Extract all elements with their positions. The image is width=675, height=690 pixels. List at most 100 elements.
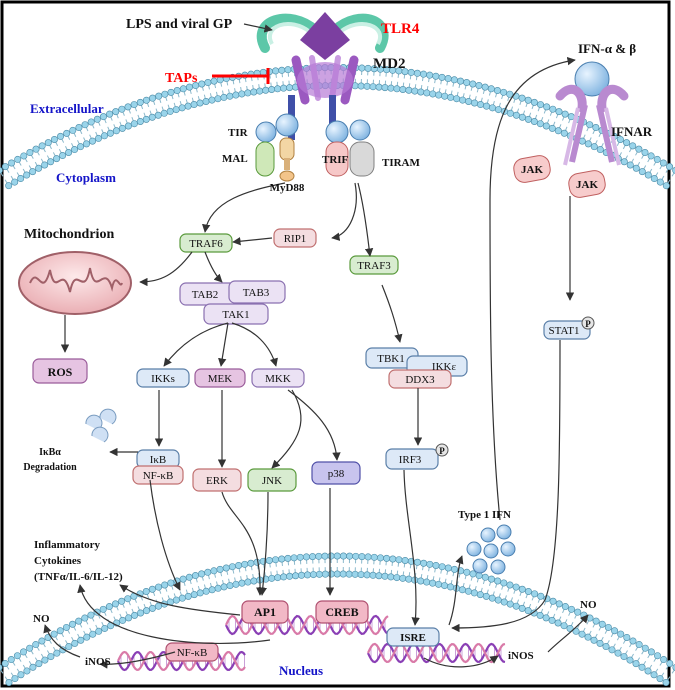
label-tab3: TAB3 [243, 287, 270, 299]
arrow-stat1-isre [451, 339, 561, 633]
label-tiram: TIRAM [382, 157, 421, 169]
label-no-right: NO [580, 599, 597, 611]
node-traf6 [179, 233, 233, 253]
label-traf3: TRAF3 [357, 260, 391, 272]
label-extracellular: Extracellular [30, 101, 104, 116]
arrow-traf6-tab [204, 251, 223, 283]
label-nucleus: Nucleus [279, 663, 323, 678]
label-traf6: TRAF6 [189, 238, 223, 250]
node-mkk [251, 368, 305, 388]
node-traf3 [349, 255, 399, 275]
label-tlr4: TLR4 [381, 21, 420, 37]
arrow-trif-traf3 [357, 182, 374, 257]
label-ikba-deg-1: IκBα [39, 447, 61, 458]
arrow-nfkb-nucleus [149, 479, 181, 591]
dna-helix-right [367, 642, 506, 664]
label-ros: ROS [48, 365, 73, 379]
arrow-myd88-traf6 [202, 182, 286, 233]
node-creb [315, 600, 369, 624]
node-stat1 [543, 320, 591, 340]
node-rip1 [273, 228, 317, 248]
label-md2: MD2 [373, 56, 406, 72]
lps-arrow [243, 23, 273, 33]
label-ap1: AP1 [254, 605, 276, 619]
mal-adaptor [255, 141, 275, 177]
signaling-nodes [32, 228, 595, 662]
node-p38 [311, 461, 361, 485]
label-lps: LPS and viral GP [126, 17, 233, 32]
arrow-traf3-tbk1 [381, 284, 403, 343]
label-creb: CREB [325, 605, 358, 619]
label-tab2: TAB2 [192, 289, 219, 301]
label-type1ifn: Type 1 IFN [458, 509, 511, 521]
arrow-inos-no-left [43, 624, 81, 658]
label-irf3: IRF3 [399, 454, 422, 466]
label-infl-2: Cytokines [34, 555, 82, 567]
label-inos-left: iNOS [85, 656, 111, 668]
label-myd88: MyD88 [270, 182, 305, 194]
label-nfkb: NF-κB [143, 470, 174, 482]
label-tir: TIR [228, 127, 249, 139]
arrow-ap1-cytokines [119, 584, 241, 616]
arrow-trif-rip1 [331, 182, 357, 241]
node-irf3 [385, 448, 439, 470]
label-ifn-ab: IFN-α & β [578, 41, 636, 56]
node-ros [32, 358, 88, 384]
label-jnk: JNK [262, 475, 282, 487]
label-tbk1: TBK1 [377, 353, 405, 365]
label-stat1: STAT1 [549, 325, 580, 337]
label-taps: TAPs [165, 71, 198, 86]
label-nfkb-nuc: NF-κB [177, 647, 208, 659]
node-isre [386, 627, 440, 647]
label-mkk: MKK [265, 373, 291, 385]
label-rip1: RIP1 [284, 233, 307, 245]
nuclear-membrane [0, 552, 675, 687]
degradation-fragments-icon [85, 408, 117, 443]
node-tab3 [228, 280, 286, 304]
trif-adaptor [325, 120, 349, 177]
mitochondrion-icon [18, 251, 132, 315]
label-ikke: IKKε [432, 361, 457, 373]
label-phospho: P [439, 446, 445, 456]
label-jak2: JAK [576, 179, 598, 191]
ifn-molecule-cluster [466, 524, 516, 575]
arrow-nfkb-inos [99, 651, 176, 669]
node-ap1 [241, 600, 289, 624]
label-mek: MEK [208, 373, 233, 385]
label-cytoplasm: Cytoplasm [56, 170, 116, 185]
label-phospho: P [585, 319, 591, 329]
phospho-marker [435, 443, 449, 457]
label-no-left: NO [33, 613, 50, 625]
arrow-tak1-mek [218, 322, 229, 367]
label-trif: TRIF [322, 154, 349, 166]
node-erk [192, 468, 242, 492]
arrow-rip1-traf6 [232, 237, 273, 246]
arrow-isre-ifn [448, 555, 464, 626]
label-ikb: IκB [150, 454, 167, 466]
label-mitochondrion: Mitochondrion [24, 227, 114, 242]
node-jnk [247, 468, 297, 492]
arrow-isre-inos [423, 655, 499, 668]
node-ikks [136, 368, 190, 388]
tlr4-receptor [256, 12, 389, 140]
label-ikba-deg-2: Degradation [23, 462, 77, 473]
arrow-tak1-mkk [231, 322, 278, 367]
arrow-tak1-ikks [163, 322, 229, 367]
arrow-mkk-p38 [287, 389, 341, 461]
arrow-erk-ap1 [221, 491, 265, 596]
label-ddx3: DDX3 [405, 374, 435, 386]
arrow-irf3-isre [403, 469, 420, 626]
jak-box-left [513, 155, 551, 183]
myd88-adaptor [279, 137, 295, 182]
ifnar-receptor [555, 61, 629, 166]
label-isre: ISRE [400, 632, 426, 644]
node-nfkb [132, 465, 184, 485]
label-infl-1: Inflammatory [34, 539, 100, 551]
label-jak1: JAK [521, 164, 543, 176]
label-tak1: TAK1 [222, 309, 249, 321]
label-ikks: IKKs [151, 373, 175, 385]
arrow-traf6-mito [139, 251, 193, 287]
